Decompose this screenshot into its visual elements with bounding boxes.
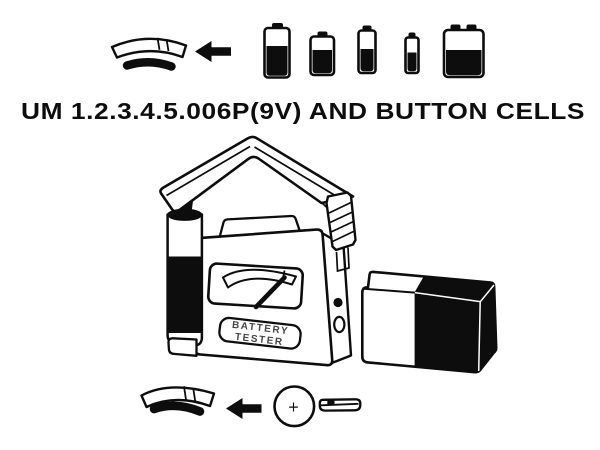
button-cell-holder-icon	[110, 37, 188, 71]
hinge-bracket-fold	[320, 201, 329, 210]
tester-clamp-arm	[159, 135, 355, 213]
holder-band	[110, 37, 188, 59]
battery-size-range	[263, 23, 485, 79]
c-cell-icon	[309, 31, 336, 77]
holder-band	[140, 386, 216, 409]
holder-band-dividers	[156, 37, 170, 52]
hinge-bracket-hatching	[328, 201, 355, 243]
aaa-cell-lower	[407, 52, 417, 72]
c-cell-lower	[312, 50, 332, 74]
tester-hinge-bracket	[320, 191, 357, 273]
nine-volt-3d-black-half	[414, 277, 497, 373]
aaa-cell-icon	[404, 32, 420, 75]
side-contact-dot	[333, 297, 343, 308]
nine-volt-3d-corner-highlights	[414, 284, 495, 372]
nine-volt-cell-icon	[442, 24, 485, 79]
tester-clamp-arm-edge	[166, 145, 344, 202]
holder-black-arc	[122, 58, 176, 71]
aa-cell-icon	[357, 25, 377, 75]
top-row	[110, 23, 485, 79]
nameplate-frame	[218, 316, 302, 350]
button-cell-side-seam	[320, 402, 359, 407]
test-battery	[166, 208, 204, 347]
hinge-bracket-tongue	[335, 247, 350, 273]
d-cell-icon	[263, 23, 291, 79]
aa-cell-lower	[360, 49, 374, 72]
bottom-row: +	[140, 385, 362, 428]
side-thumbwheel	[333, 315, 346, 334]
meter-needle	[253, 275, 287, 310]
tester-nameplate: BATTERY TESTER	[218, 316, 302, 350]
left-arrow-icon	[195, 41, 231, 62]
left-arrow-icon-bottom	[226, 398, 262, 419]
meter	[206, 262, 305, 310]
holder-black-arc	[149, 401, 205, 416]
button-cell-polarity: +	[288, 400, 300, 416]
nine-volt-battery-3d	[361, 270, 498, 374]
hinge-bracket-body	[325, 191, 357, 252]
button-cell-front-icon: +	[273, 385, 316, 428]
headline: UM 1.2.3.4.5.006P(9V) AND BUTTON CELLS	[21, 98, 585, 124]
test-battery-top	[167, 208, 203, 221]
test-battery-lower	[167, 256, 202, 333]
button-cell-side-icon	[318, 398, 362, 412]
nine-volt-lower	[446, 50, 482, 76]
button-cell-side-contact	[327, 400, 335, 405]
button-cell-holder-icon-bottom	[140, 386, 216, 416]
battery-tester-illustration: BATTERY TESTER	[159, 135, 357, 367]
nine-volt-3d-top-edge	[362, 287, 415, 294]
tester-foot	[167, 337, 198, 357]
d-cell-lower	[266, 46, 288, 76]
meter-scale-band	[222, 268, 297, 289]
holder-band-dividers	[183, 386, 197, 402]
button-cell-disc	[273, 385, 316, 428]
